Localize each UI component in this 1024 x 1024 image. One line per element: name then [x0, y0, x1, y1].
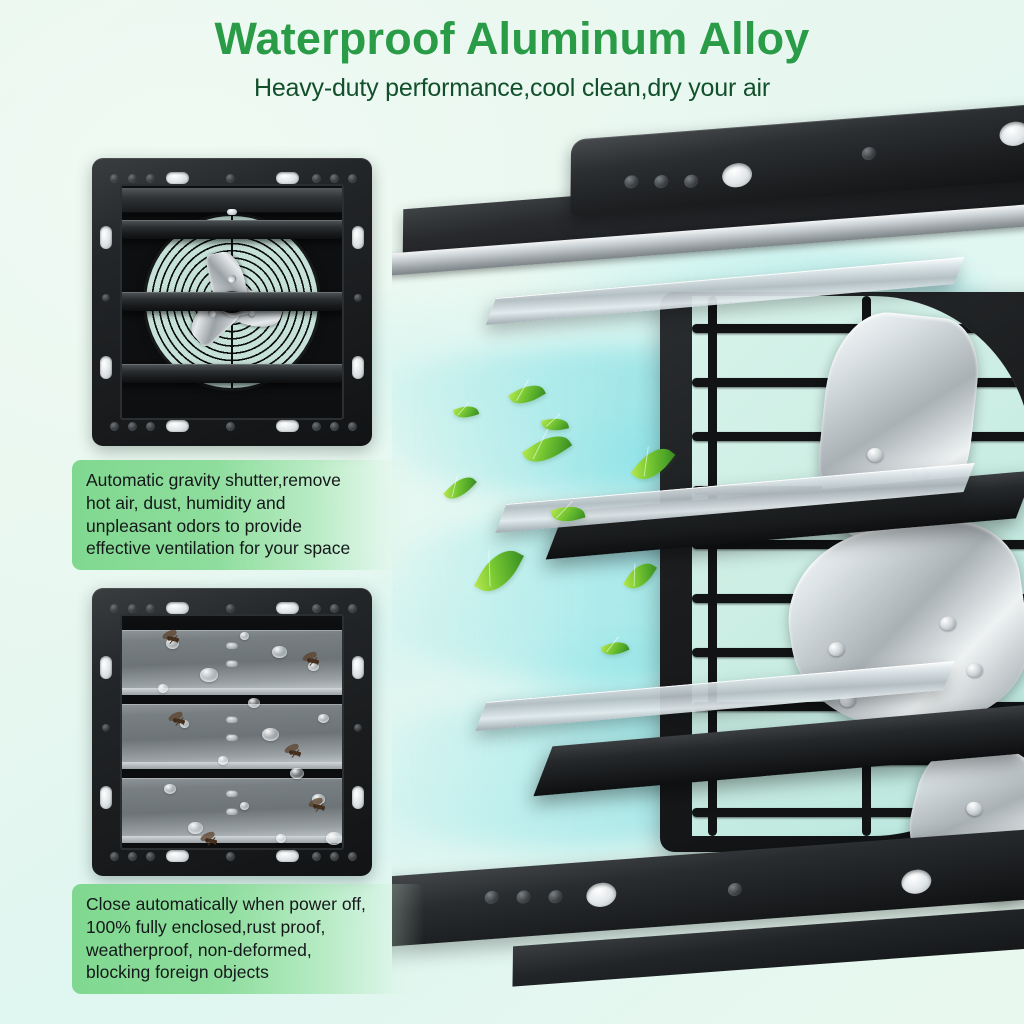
- water-droplet: [290, 768, 304, 779]
- feature-photo-auto-close: [92, 588, 372, 876]
- insect-icon: [298, 650, 324, 672]
- insect-icon: [304, 796, 330, 818]
- feature-photo-gravity-shutter: [92, 158, 372, 446]
- feature-caption-gravity-shutter: Automatic gravity shutter,remove hot air…: [72, 460, 412, 570]
- insect-icon: [280, 742, 306, 764]
- closed-shutter-pane: [122, 778, 342, 836]
- page-subtitle: Heavy-duty performance,cool clean,dry yo…: [253, 73, 771, 102]
- page-title: Waterproof Aluminum Alloy: [214, 13, 810, 64]
- header: Waterproof Aluminum Alloy Heavy-duty per…: [0, 0, 1024, 103]
- water-droplet: [218, 756, 228, 765]
- water-droplet: [326, 832, 342, 845]
- fan-frame: [92, 588, 372, 876]
- water-droplet: [200, 668, 218, 682]
- top-mount-bar: [92, 595, 372, 621]
- fan-frame: [92, 158, 372, 446]
- water-droplet: [262, 728, 279, 741]
- water-droplet: [164, 784, 176, 794]
- feature-caption-auto-close: Close automatically when power off, 100%…: [72, 884, 424, 994]
- shutter-pane-lip: [122, 836, 342, 843]
- bottom-mount-bar: [92, 413, 372, 439]
- shutter-blade: [122, 292, 342, 311]
- insect-icon: [196, 830, 222, 848]
- water-droplet: [318, 714, 329, 723]
- shutter-pane-lip: [122, 762, 342, 769]
- closed-shutter-pane: [122, 704, 342, 762]
- bottom-mount-bar: [92, 843, 372, 869]
- water-droplet: [240, 802, 249, 810]
- water-droplet: [166, 638, 179, 649]
- water-droplet: [272, 646, 287, 658]
- water-droplet: [240, 632, 249, 640]
- shutter-pane-lip: [122, 688, 342, 695]
- insect-icon: [164, 710, 190, 732]
- insect-icon: [158, 628, 184, 650]
- water-droplet: [188, 822, 203, 834]
- water-droplet: [248, 698, 260, 708]
- water-droplet: [276, 834, 286, 843]
- hero-product-illustration: [392, 96, 1024, 1024]
- shutter-blade: [122, 364, 342, 383]
- fan-opening-closed: [120, 614, 344, 850]
- water-droplet: [308, 662, 319, 671]
- water-droplet: [158, 684, 168, 693]
- top-mount-bar: [92, 165, 372, 191]
- shutter-blade: [122, 220, 342, 239]
- water-droplet: [180, 720, 189, 728]
- shutter-blade: [122, 188, 342, 215]
- fan-opening: [120, 184, 344, 420]
